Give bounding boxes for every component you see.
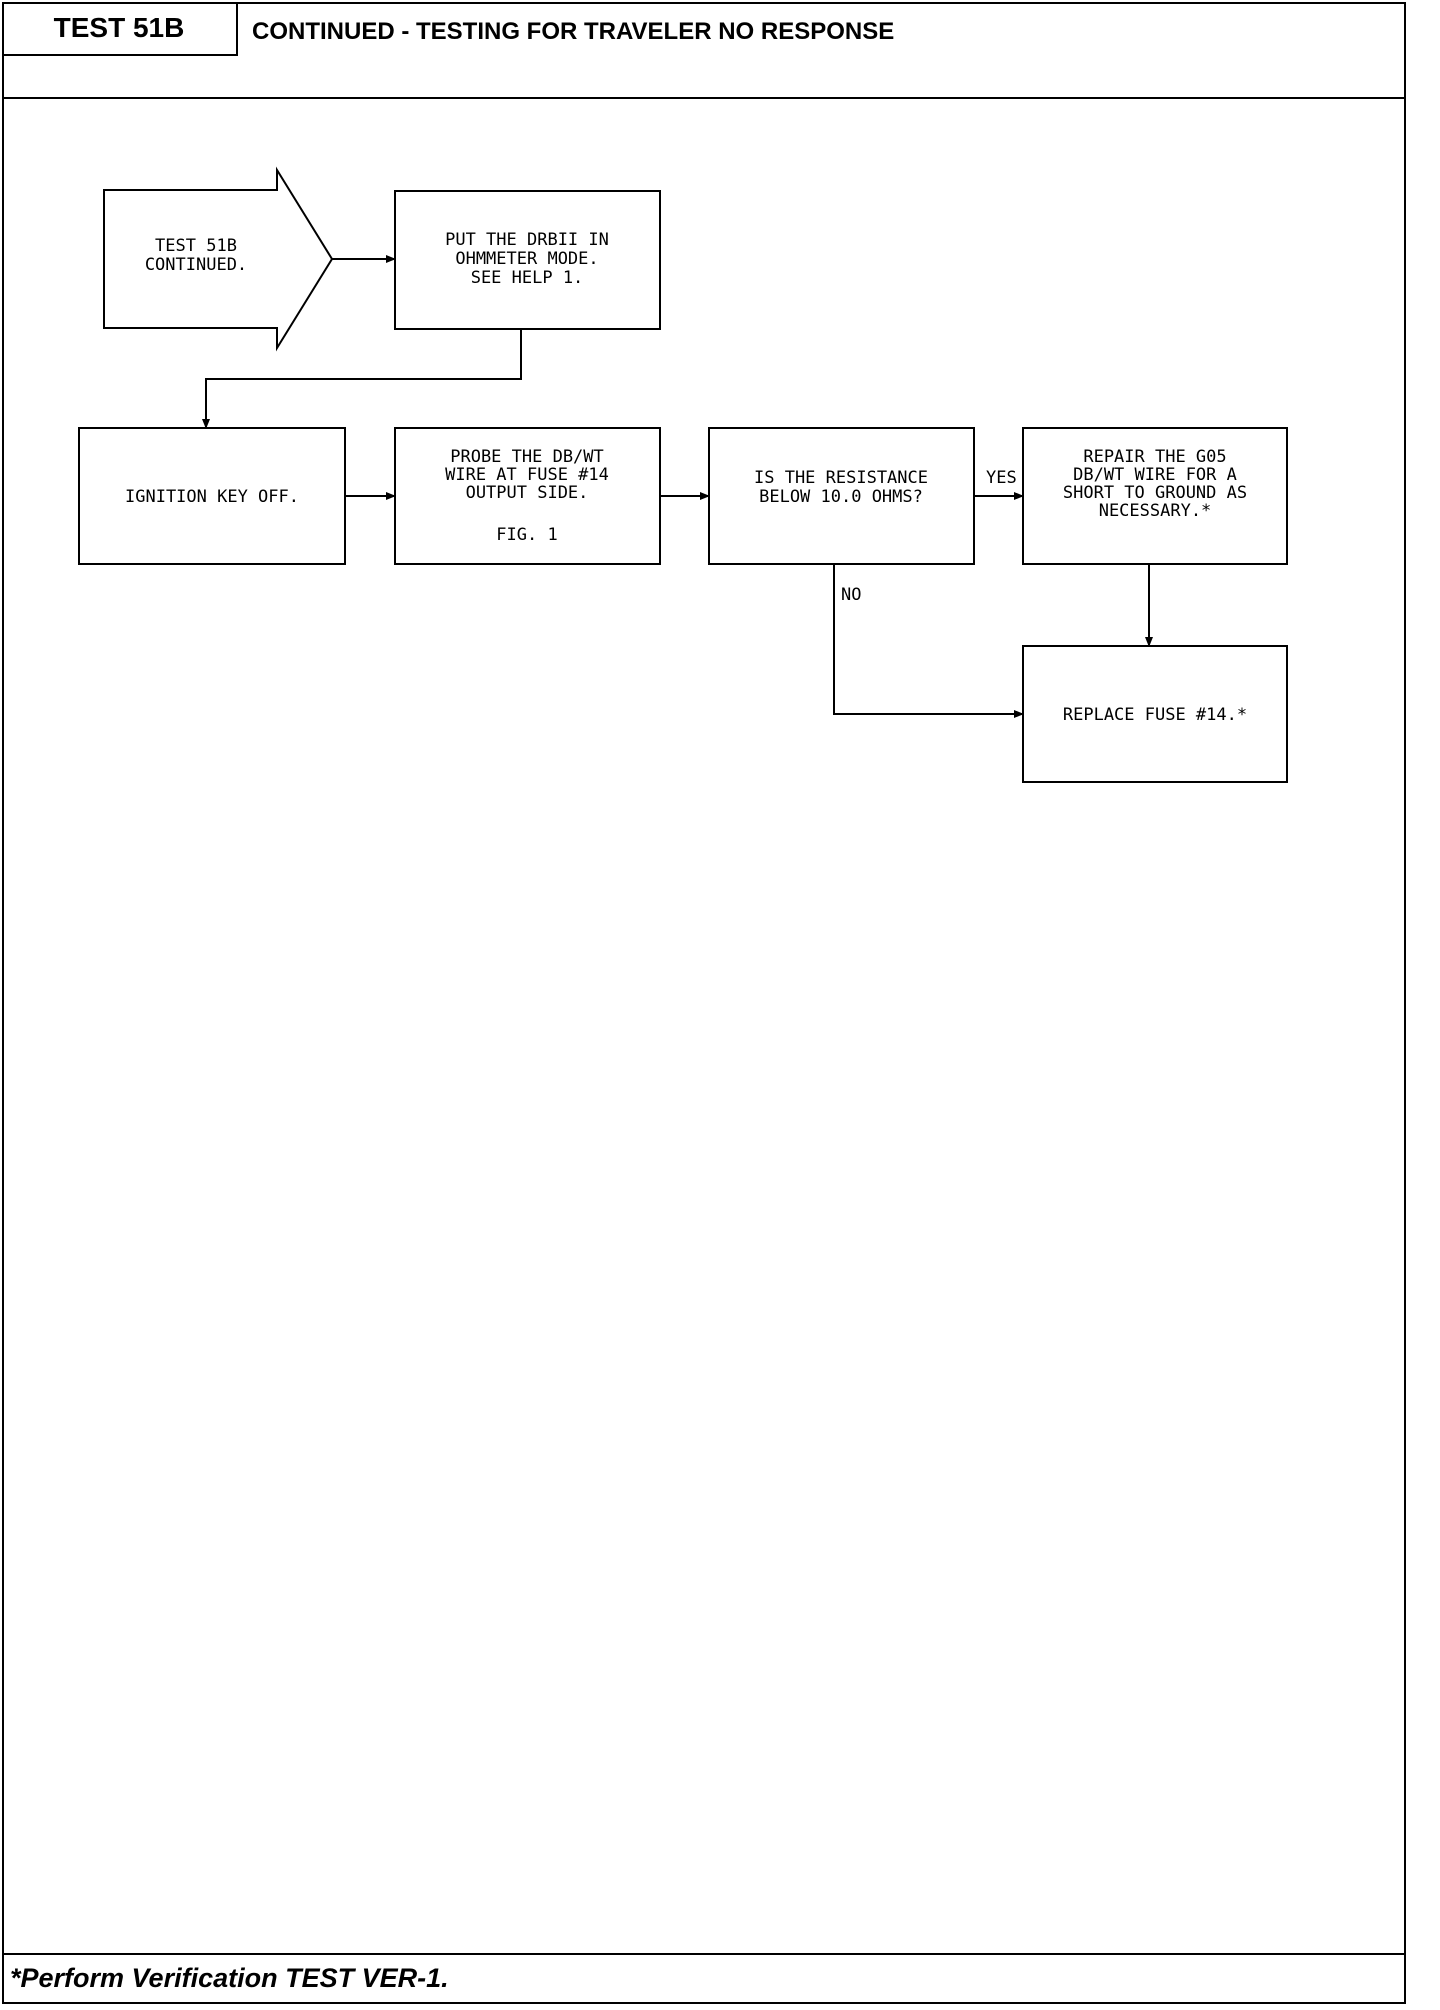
test-id-label: TEST 51B <box>2 2 238 56</box>
node-ohmmeter-line-3: SEE HELP 1. <box>471 268 584 288</box>
flowchart: TEST 51B CONTINUED. PUT THE DRBII IN OHM… <box>78 166 1288 783</box>
node-probe-line-3: OUTPUT SIDE. <box>466 483 589 503</box>
flow-node-ohmmeter: PUT THE DRBII IN OHMMETER MODE. SEE HELP… <box>394 190 661 330</box>
flow-node-probe: PROBE THE DB/WT WIRE AT FUSE #14 OUTPUT … <box>394 427 661 565</box>
node-repair-line-4: NECESSARY.* <box>1099 501 1212 521</box>
node-decision-line-1: IS THE RESISTANCE <box>754 468 928 488</box>
edge-label-no: NO <box>841 585 861 605</box>
node-decision-line-2: BELOW 10.0 OHMS? <box>759 487 923 507</box>
node-probe-line-4: FIG. 1 <box>496 525 557 545</box>
page-frame <box>2 2 1406 2004</box>
page-title: CONTINUED - TESTING FOR TRAVELER NO RESP… <box>252 18 895 45</box>
flow-node-replace: REPLACE FUSE #14.* <box>1022 645 1288 783</box>
flow-node-repair: REPAIR THE G05 DB/WT WIRE FOR A SHORT TO… <box>1022 427 1288 565</box>
node-probe-line-2: WIRE AT FUSE #14 <box>445 465 609 485</box>
edge-decision-no <box>833 564 1024 718</box>
node-ohmmeter-line-2: OHMMETER MODE. <box>455 249 598 269</box>
node-repair-line-3: SHORT TO GROUND AS <box>1063 483 1247 503</box>
node-ignition-line-1: IGNITION KEY OFF. <box>125 487 299 507</box>
node-start-line-2: CONTINUED. <box>145 255 247 275</box>
node-repair-line-2: DB/WT WIRE FOR A <box>1073 465 1237 485</box>
header-bar: TEST 51B CONTINUED - TESTING FOR TRAVELE… <box>2 2 1406 99</box>
edge-ohmmeter-to-ignition <box>202 329 522 429</box>
node-ohmmeter-line-1: PUT THE DRBII IN <box>445 230 609 250</box>
node-repair-line-1: REPAIR THE G05 <box>1083 447 1226 467</box>
node-probe-line-1: PROBE THE DB/WT <box>450 447 604 467</box>
flow-node-start: TEST 51B CONTINUED. <box>103 166 334 352</box>
edge-label-yes: YES <box>986 468 1017 488</box>
flow-node-ignition: IGNITION KEY OFF. <box>78 427 346 565</box>
node-replace-line-1: REPLACE FUSE #14.* <box>1063 705 1247 725</box>
flow-node-decision: IS THE RESISTANCE BELOW 10.0 OHMS? <box>708 427 975 565</box>
node-start-line-1: TEST 51B <box>155 236 237 256</box>
footer-divider <box>2 1953 1406 1955</box>
footer-note: *Perform Verification TEST VER-1. <box>10 1963 449 1993</box>
